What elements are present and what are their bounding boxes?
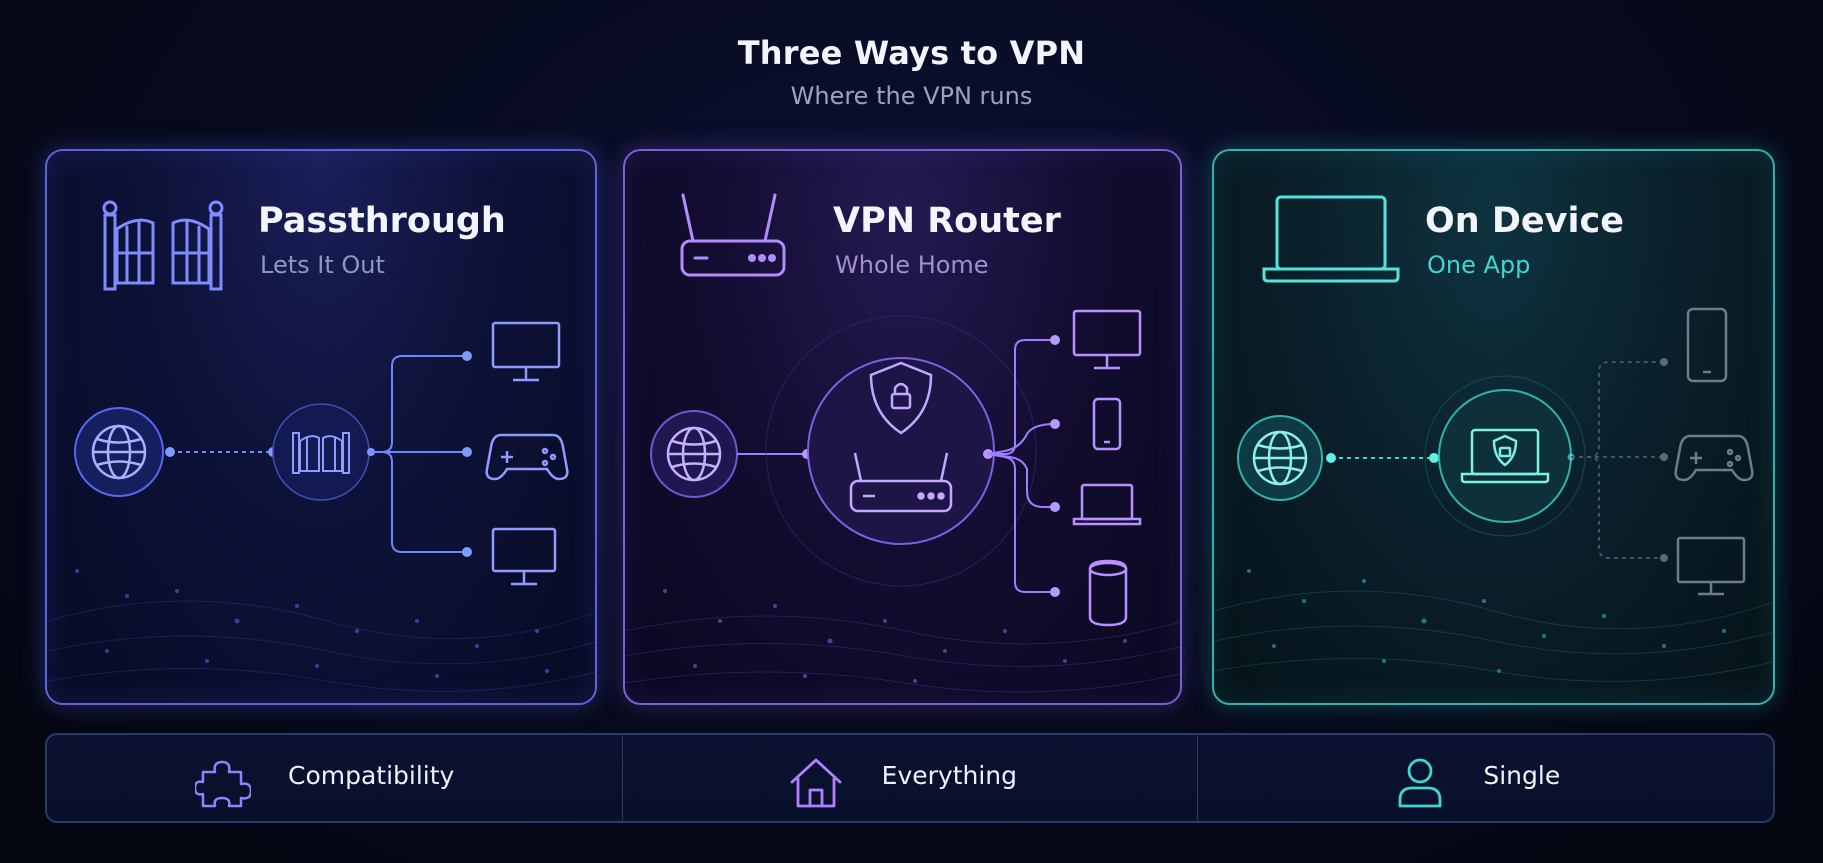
- panel-vpn-router: VPN Router Whole Home: [623, 149, 1182, 705]
- footer-label: Everything: [881, 761, 1018, 790]
- gamepad-icon: [485, 433, 569, 481]
- laptop-icon: [1262, 195, 1400, 283]
- monitor-icon: [491, 527, 557, 586]
- panel-subtitle: One App: [1427, 251, 1531, 279]
- laptop-lock-icon: [1460, 428, 1550, 484]
- panel-title: VPN Router: [833, 201, 1061, 241]
- page-title: Three Ways to VPN: [737, 34, 1086, 72]
- panel-subtitle: Whole Home: [835, 251, 989, 279]
- laptop-icon: [1072, 483, 1142, 526]
- monitor-icon: [491, 321, 561, 382]
- footer-cell-everything: Everything: [621, 735, 1198, 821]
- phone-icon: [1092, 397, 1122, 451]
- gamepad-icon: [1674, 434, 1754, 482]
- footer-label: Single: [1483, 761, 1561, 790]
- network-dots-decoration: [75, 569, 549, 678]
- panel-on-device: On Device One App: [1212, 149, 1775, 705]
- mesh-lines-decoration: [625, 615, 1180, 693]
- gate-icon: [102, 200, 224, 291]
- smart-speaker-icon: [1088, 559, 1128, 627]
- footer-label: Compatibility: [288, 761, 455, 790]
- router-icon: [680, 193, 786, 277]
- network-dots-decoration: [663, 589, 1127, 683]
- monitor-icon: [1676, 536, 1746, 596]
- comparison-bar: Compatibility Everything Single: [45, 733, 1775, 823]
- puzzle-icon: [195, 760, 251, 808]
- globe-icon: [1252, 430, 1308, 486]
- router-node-icon: [849, 452, 953, 513]
- globe-icon: [666, 426, 722, 482]
- mesh-lines-decoration: [47, 600, 595, 692]
- shield-lock-icon: [869, 361, 933, 435]
- gate-node-icon: [292, 432, 350, 474]
- home-icon: [790, 758, 842, 808]
- panel-title: On Device: [1425, 201, 1624, 241]
- panel-title: Passthrough: [258, 201, 506, 241]
- monitor-icon: [1072, 309, 1142, 370]
- footer-cell-single: Single: [1197, 735, 1773, 821]
- mesh-lines-decoration: [1214, 590, 1773, 682]
- footer-cell-compatibility: Compatibility: [47, 735, 622, 821]
- phone-icon: [1686, 307, 1728, 383]
- network-dots-decoration: [1247, 569, 1726, 673]
- panel-passthrough: Passthrough Lets It Out: [45, 149, 597, 705]
- page-subtitle: Where the VPN runs: [790, 82, 1033, 110]
- panel-subtitle: Lets It Out: [260, 251, 385, 279]
- globe-icon: [91, 424, 147, 480]
- user-icon: [1398, 758, 1442, 808]
